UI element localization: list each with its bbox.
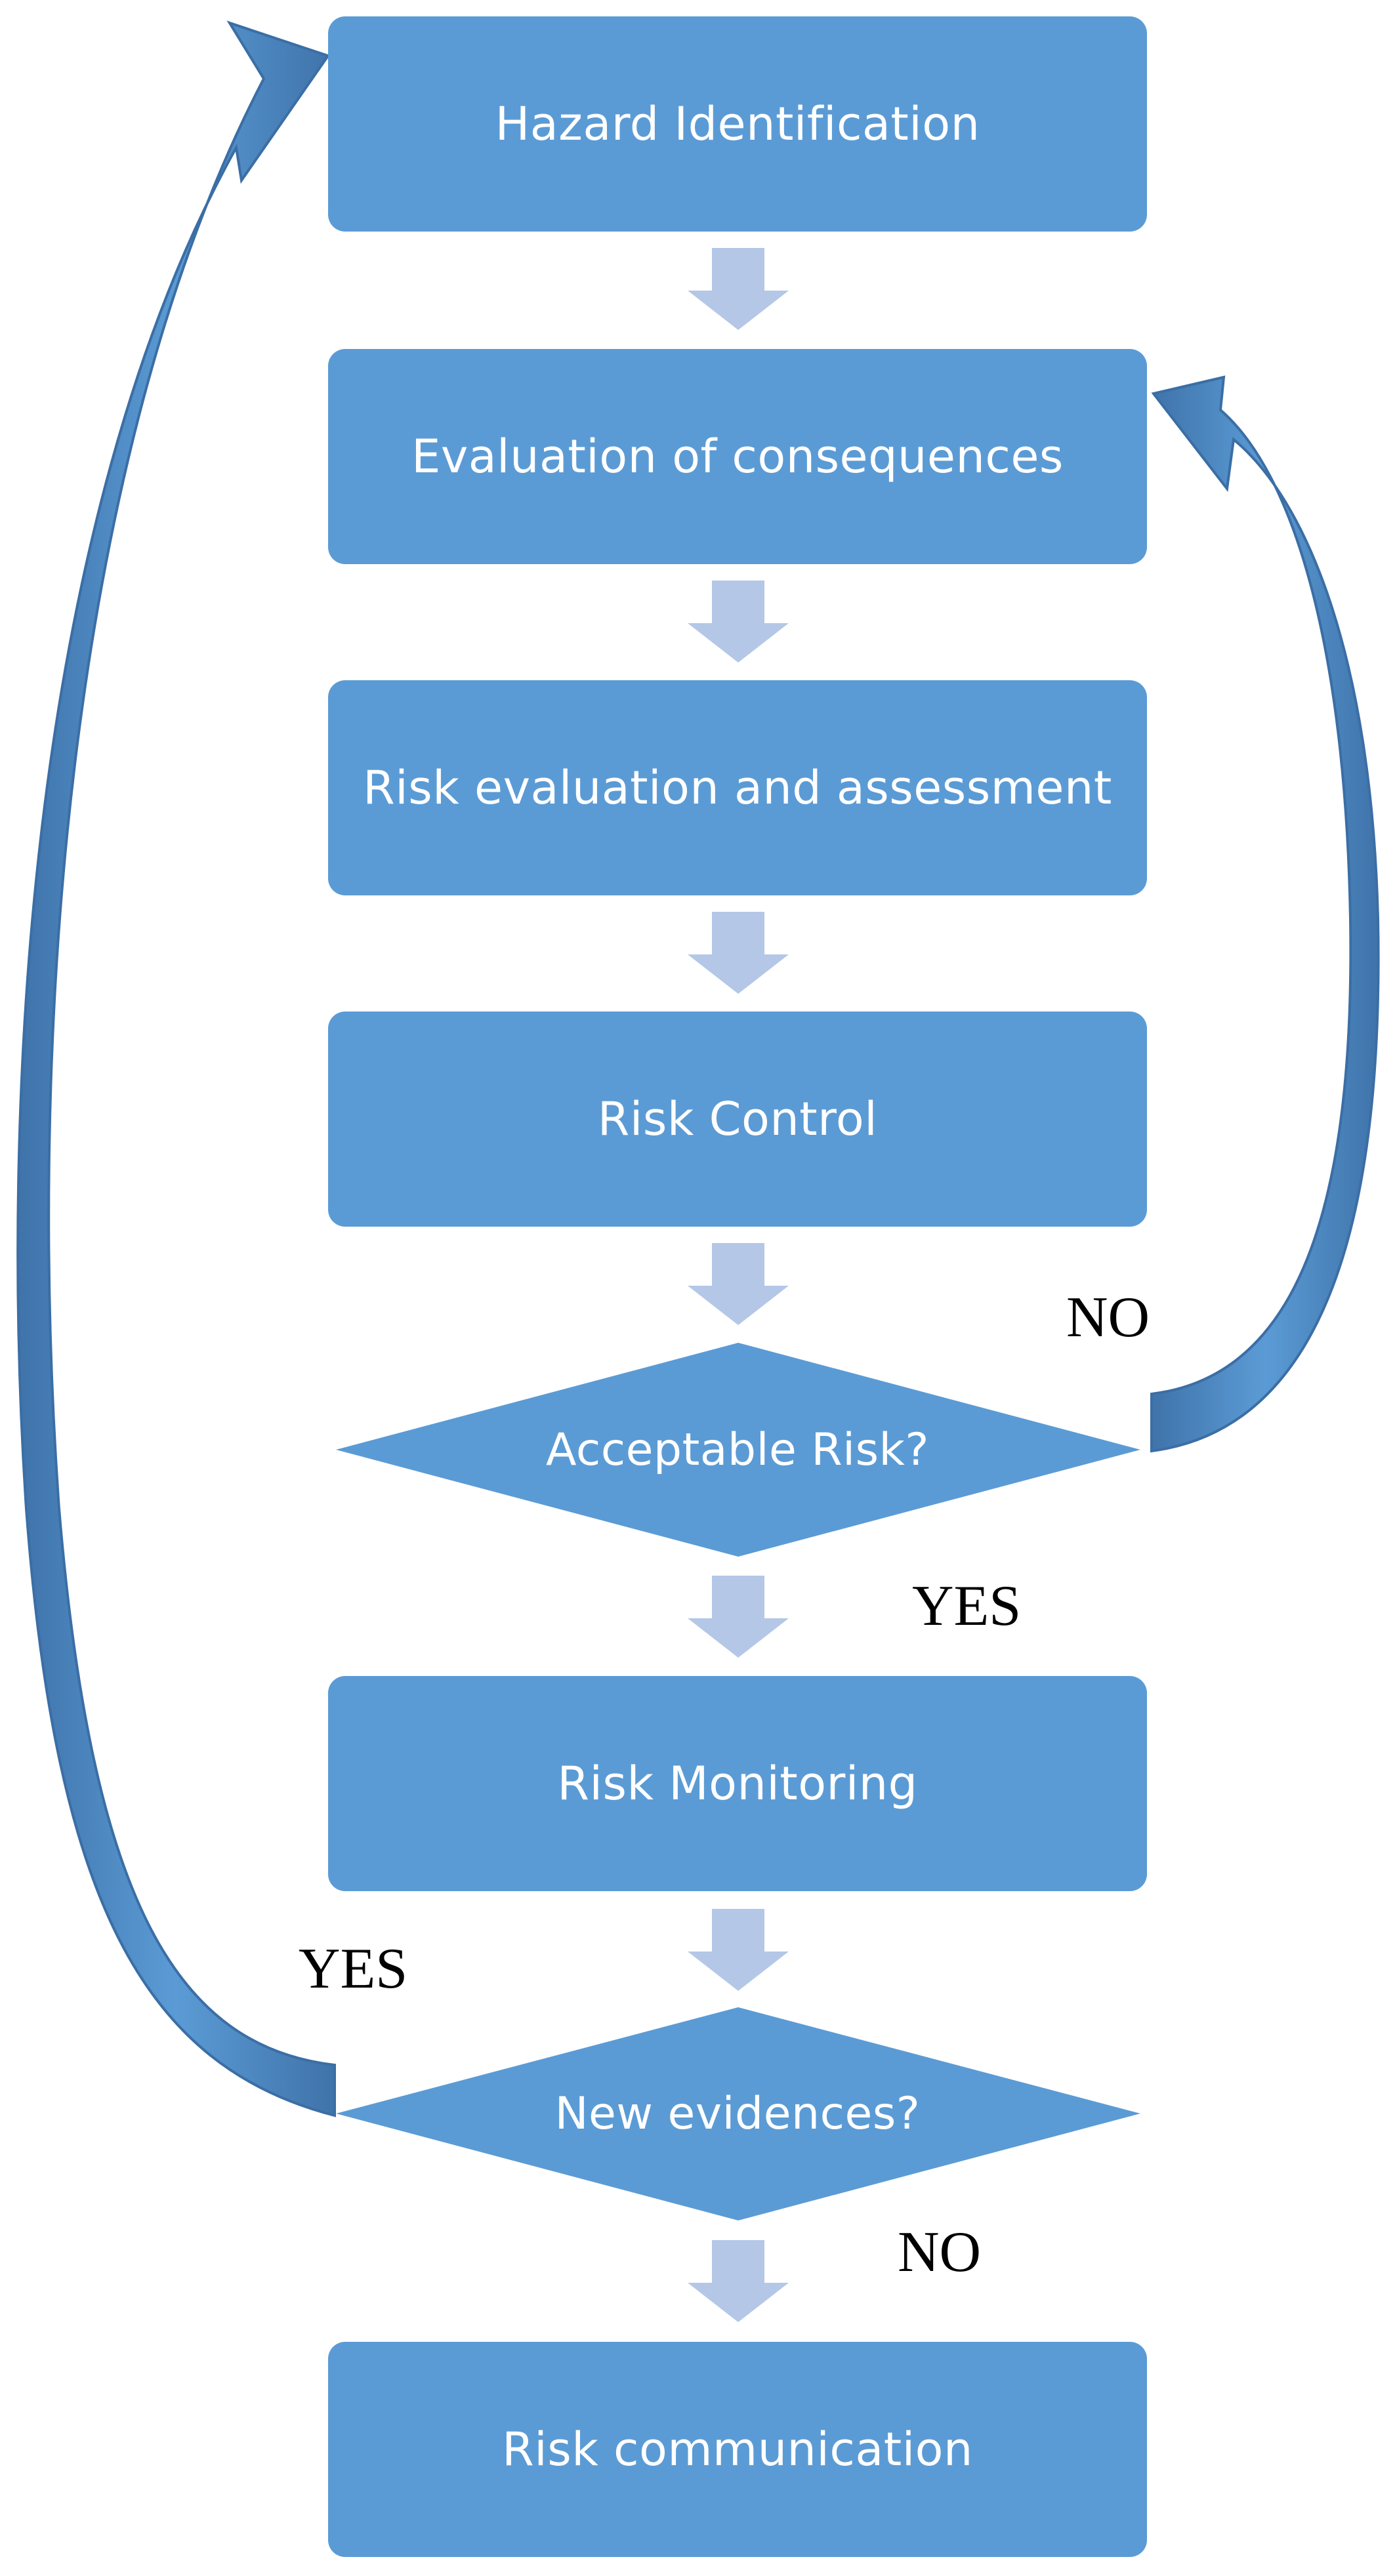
step-label: Hazard Identification	[495, 97, 980, 151]
branch-label-evidences-no: NO	[898, 2220, 982, 2284]
step-label: Risk communication	[502, 2423, 973, 2476]
step-risk-monitoring: Risk Monitoring	[328, 1676, 1147, 1891]
loop-arrow-yes-to-hazard	[16, 20, 336, 2117]
branch-label-acceptable-yes: YES	[912, 1574, 1022, 1638]
down-arrow-3	[688, 912, 789, 994]
down-arrow-1	[688, 248, 789, 330]
down-arrow-7	[688, 2240, 789, 2322]
step-risk-evaluation: Risk evaluation and assessment	[328, 680, 1147, 895]
step-risk-communication: Risk communication	[328, 2342, 1147, 2557]
decision-diamond-new-evidences	[336, 2007, 1140, 2220]
decision-label-new-evidences: New evidences?	[554, 2087, 921, 2140]
down-arrow-6	[688, 1909, 789, 1991]
step-label: Evaluation of consequences	[411, 430, 1064, 483]
branch-label-acceptable-no: NO	[1066, 1286, 1150, 1349]
decision-label-acceptable-risk: Acceptable Risk?	[546, 1423, 929, 1476]
step-risk-control: Risk Control	[328, 1012, 1147, 1227]
step-label: Risk Monitoring	[557, 1757, 918, 1810]
step-evaluation-of-consequences: Evaluation of consequences	[328, 349, 1147, 564]
down-arrow-5	[688, 1576, 789, 1658]
down-arrow-4	[688, 1243, 789, 1325]
step-label: Risk evaluation and assessment	[363, 761, 1112, 815]
branch-label-evidences-yes: YES	[299, 1937, 408, 2001]
step-hazard-identification: Hazard Identification	[328, 16, 1147, 232]
down-arrow-2	[688, 581, 789, 663]
loop-arrow-no-to-consequences	[1150, 375, 1380, 1453]
step-label: Risk Control	[597, 1092, 878, 1146]
connector-arrows	[688, 248, 789, 2322]
decision-diamond-acceptable-risk	[336, 1343, 1140, 1557]
